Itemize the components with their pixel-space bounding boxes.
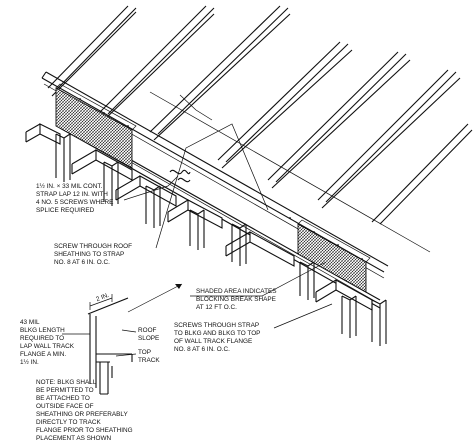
blocking-left [55, 83, 137, 169]
ceiling-joists [25, 123, 373, 311]
stud-2 [103, 161, 119, 206]
rafter-2 [99, 5, 215, 121]
stud-1 [55, 133, 71, 182]
joist-1 [25, 123, 61, 145]
stud-8 [371, 299, 387, 346]
stud-3 [145, 185, 161, 228]
blocking-section-detail [62, 283, 183, 395]
joist-3 [115, 175, 177, 207]
note-blkg-attachment: NOTE: BLKG SHALL BE PERMITTED TO BE ATTA… [36, 379, 134, 442]
rafter-5 [267, 51, 411, 189]
detail-dimension-line [89, 294, 113, 310]
detail-arrowhead [175, 284, 182, 289]
callout-leaders [123, 123, 333, 329]
note-shaded-area: SHADED AREA INDICATES BLOCKING BREAK SHA… [196, 288, 278, 311]
detail-roof-slope-label: ROOF SLOPE [138, 327, 159, 342]
wall-studs [55, 133, 387, 346]
detail-top-track-label: TOP TRACK [138, 349, 160, 364]
detail-roof-slope [87, 297, 129, 315]
joist-4 [167, 199, 223, 229]
note-screw-roof: SCREW THROUGH ROOF SHEATHING TO STRAP NO… [54, 243, 134, 266]
blocking-right [297, 219, 371, 293]
note-blkg-length: 43 MIL BLKG LENGTH REQUIRED TO LAP WALL … [20, 319, 76, 366]
leader-screw-roof [155, 123, 269, 249]
stud-5 [231, 223, 247, 266]
joist-5 [225, 231, 295, 267]
strap-screw-dots [79, 98, 363, 260]
rafter-3 [149, 5, 291, 141]
stud-7 [341, 295, 357, 338]
leader-shaded [190, 261, 327, 297]
rafter-4 [217, 41, 353, 169]
stud-4 [189, 209, 205, 250]
note-screws-through-strap: SCREWS THROUGH STRAP TO BLKG AND BLKG TO… [174, 322, 262, 353]
roof-sheathing-edge [149, 91, 431, 253]
detail-dimension-label: 2 IN. [95, 292, 110, 304]
roof-rafters [47, 5, 473, 225]
rafter-6 [317, 69, 461, 209]
stud-6 [299, 261, 315, 300]
leader-screws-strap [273, 303, 333, 329]
note-strap: 1½ IN. × 33 MIL CONT. STRAP LAP 12 IN. W… [36, 182, 115, 214]
leader-strap [123, 185, 169, 201]
detail-pointer-arrow [127, 283, 183, 313]
detail-blocking [89, 314, 97, 388]
rafter-1 [47, 5, 137, 97]
strap-splice-break-symbol [169, 169, 191, 183]
rafter-7 [371, 123, 473, 225]
leader-top-blkg-callout [167, 175, 179, 187]
detail-wall-stud [99, 362, 109, 395]
